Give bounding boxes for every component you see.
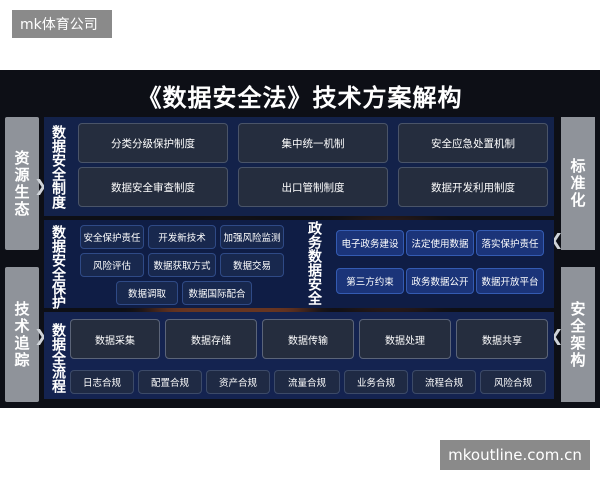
protection-item: 数据交易: [220, 253, 284, 277]
compliance-item: 业务合规: [344, 370, 408, 394]
compliance-item: 日志合规: [70, 370, 134, 394]
protection-item: 数据调取: [116, 281, 178, 305]
protection-item: 安全保护责任: [80, 225, 144, 249]
government-item: 法定使用数据: [406, 230, 474, 256]
government-item: 落实保护责任: [476, 230, 544, 256]
section-label-system: 数据安全制度: [50, 125, 66, 209]
compliance-item: 流程合规: [412, 370, 476, 394]
compliance-item: 资产合规: [206, 370, 270, 394]
compliance-item: 配置合规: [138, 370, 202, 394]
section-label-flow: 数据全流程: [50, 323, 66, 393]
system-item: 出口管制制度: [238, 167, 388, 207]
protection-item: 开发新技术: [148, 225, 216, 249]
protection-item: 风险评估: [80, 253, 144, 277]
government-item: 数据开放平台: [476, 268, 544, 294]
system-item: 数据开发利用制度: [398, 167, 548, 207]
protection-item: 加强风险监测: [220, 225, 284, 249]
flow-item: 数据共享: [456, 319, 548, 359]
system-item: 集中统一机制: [238, 123, 388, 163]
compliance-item: 风险合规: [480, 370, 546, 394]
watermark-top: mk体育公司: [12, 10, 112, 38]
system-item: 分类分级保护制度: [78, 123, 228, 163]
poster: 《数据安全法》技术方案解构 资源生态 技术追踪 标准化 安全架构 ❯ ❯ ❮ ❮…: [0, 70, 600, 408]
side-label-security-architecture: 安全架构: [561, 267, 595, 402]
government-item: 政务数据公开: [406, 268, 474, 294]
compliance-item: 流量合规: [274, 370, 340, 394]
poster-title: 《数据安全法》技术方案解构: [137, 83, 463, 112]
side-label-tech-tracking: 技术追踪: [5, 267, 39, 402]
section-label-protection: 数据安全保护: [50, 225, 66, 309]
side-label-resource-ecology: 资源生态: [5, 117, 39, 250]
watermark-bottom: mkoutline.com.cn: [440, 440, 590, 470]
system-item: 数据安全审查制度: [78, 167, 228, 207]
section-label-government: 政务数据安全: [306, 221, 322, 305]
system-item: 安全应急处置机制: [398, 123, 548, 163]
protection-item: 数据获取方式: [148, 253, 216, 277]
government-item: 电子政务建设: [336, 230, 404, 256]
government-item: 第三方约束: [336, 268, 404, 294]
protection-item: 数据国际配合: [182, 281, 252, 305]
flow-item: 数据采集: [70, 319, 160, 359]
side-label-standardization: 标准化: [561, 117, 595, 250]
flow-item: 数据处理: [359, 319, 451, 359]
flow-item: 数据传输: [262, 319, 354, 359]
flow-item: 数据存储: [165, 319, 257, 359]
